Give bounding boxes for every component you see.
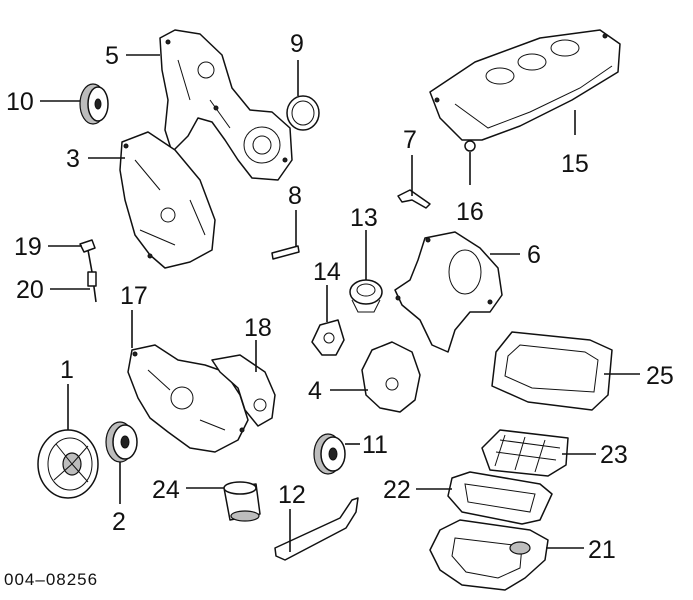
part-18-gasket bbox=[211, 354, 276, 427]
callout-11: 11 bbox=[362, 431, 388, 459]
part-11-sprocket bbox=[313, 433, 346, 475]
callout-labels: 5 9 10 3 7 15 16 8 19 20 13 6 14 17 18 1… bbox=[6, 30, 674, 564]
callout-6: 6 bbox=[527, 241, 541, 269]
part-3-timing-cover-lower bbox=[119, 131, 216, 269]
callout-21: 21 bbox=[588, 536, 616, 564]
part-4-cover-plate bbox=[361, 341, 421, 413]
callout-1: 1 bbox=[60, 356, 74, 384]
part-1-crank-pulley bbox=[37, 429, 99, 499]
part-17-front-cover bbox=[127, 344, 249, 453]
part-2-crank-sprocket bbox=[105, 421, 138, 463]
callout-18: 18 bbox=[244, 314, 272, 342]
part-12-chain-guide bbox=[274, 497, 359, 561]
part-25-pan-gasket bbox=[491, 331, 613, 411]
callout-20: 20 bbox=[16, 276, 44, 304]
callout-10: 10 bbox=[6, 88, 34, 116]
figure-number: 004–08256 bbox=[4, 570, 98, 589]
part-19-20-dipstick bbox=[79, 239, 97, 303]
part-7-bracket bbox=[397, 189, 431, 209]
part-21-oil-pan bbox=[429, 519, 549, 591]
callout-4: 4 bbox=[308, 377, 322, 405]
callout-2: 2 bbox=[112, 508, 126, 536]
part-13-thermostat bbox=[349, 279, 383, 313]
callout-9: 9 bbox=[290, 30, 304, 58]
callout-14: 14 bbox=[313, 258, 341, 286]
callout-12: 12 bbox=[278, 481, 306, 509]
callout-15: 15 bbox=[561, 150, 589, 178]
part-23-pickup-screen bbox=[481, 429, 569, 477]
callout-8: 8 bbox=[288, 182, 302, 210]
callout-3: 3 bbox=[66, 145, 80, 173]
part-9-seal bbox=[286, 95, 320, 131]
part-8-pin bbox=[271, 245, 300, 260]
callout-7: 7 bbox=[403, 126, 417, 154]
part-14-sensor bbox=[311, 319, 345, 356]
callout-25: 25 bbox=[646, 362, 674, 390]
callout-13: 13 bbox=[350, 204, 378, 232]
callout-5: 5 bbox=[105, 42, 119, 70]
part-24-oil-filter bbox=[223, 481, 261, 522]
part-16-grommet bbox=[464, 140, 476, 152]
leader-lines bbox=[40, 54, 640, 552]
part-5-timing-cover-upper bbox=[159, 29, 293, 181]
part-22-gasket bbox=[447, 471, 553, 525]
callout-23: 23 bbox=[600, 441, 628, 469]
part-6-water-pump-bracket bbox=[394, 231, 503, 353]
callout-19: 19 bbox=[14, 233, 42, 261]
callout-24: 24 bbox=[152, 476, 180, 504]
callout-16: 16 bbox=[456, 198, 484, 226]
callout-22: 22 bbox=[383, 476, 411, 504]
part-10-sprocket bbox=[79, 83, 109, 125]
callout-17: 17 bbox=[120, 282, 148, 310]
part-15-valve-cover bbox=[429, 29, 621, 141]
